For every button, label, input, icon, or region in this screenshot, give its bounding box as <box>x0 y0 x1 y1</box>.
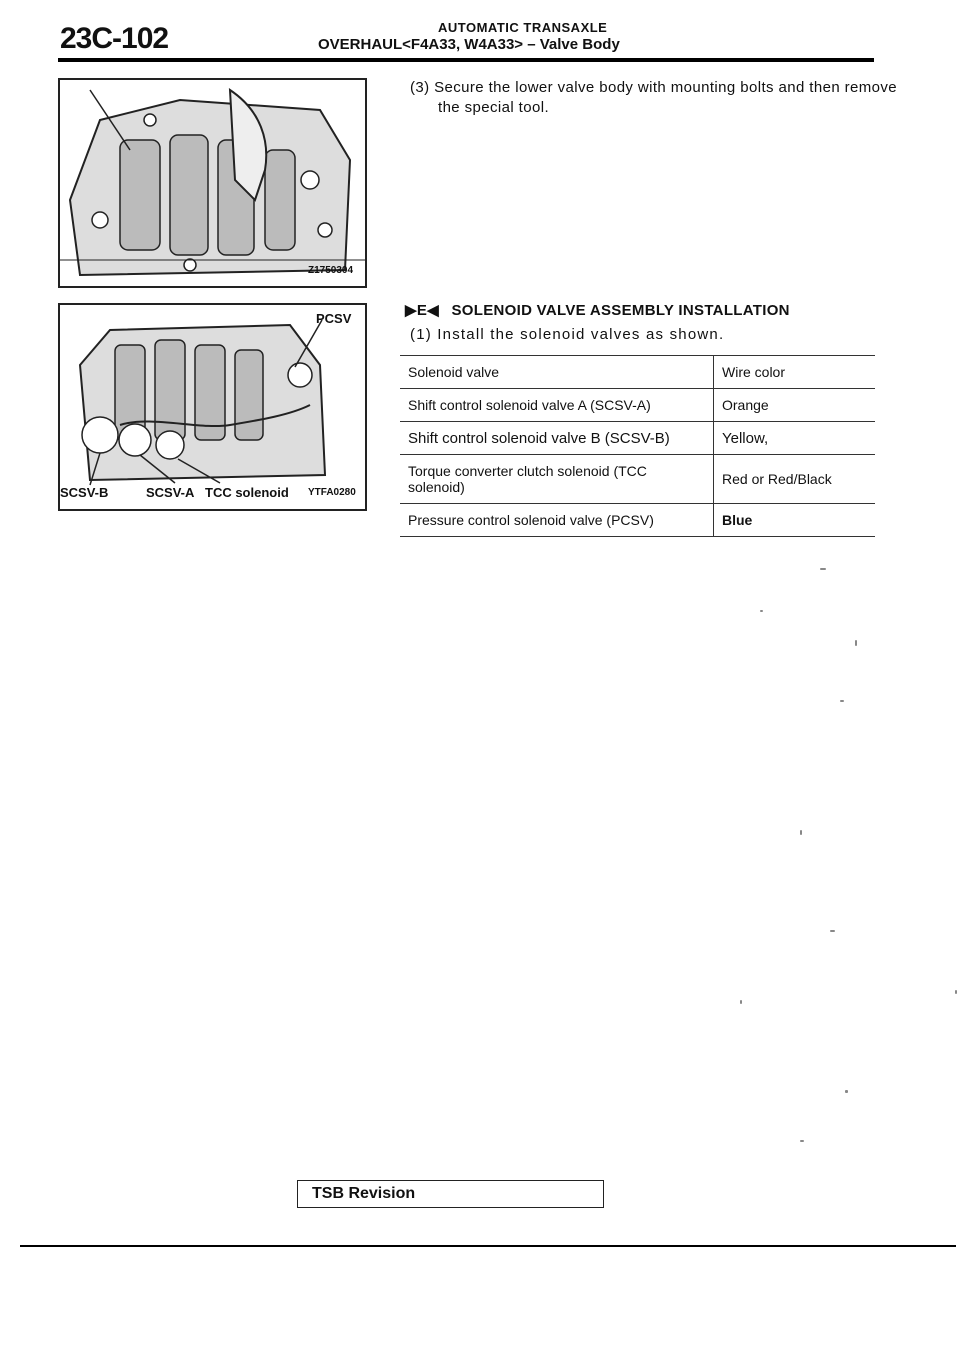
header-rule <box>58 58 874 62</box>
tsb-revision-label: TSB Revision <box>312 1185 416 1202</box>
table-row: Shift control solenoid valve A (SCSV-A) … <box>400 388 875 422</box>
valve-body-photo: Z1750304 <box>58 78 367 288</box>
table-cell: Blue <box>713 503 875 537</box>
table-row: Torque converter clutch solenoid (TCC so… <box>400 454 875 504</box>
solenoid-drawing <box>78 319 327 486</box>
valve-body-drawing <box>60 80 365 286</box>
section-heading: ▶E◀ SOLENOID VALVE ASSEMBLY INSTALLATION <box>405 301 790 319</box>
table-cell: Shift control solenoid valve B (SCSV-B) <box>400 421 714 455</box>
step-3-text: (3) Secure the lower valve body with mou… <box>410 79 898 116</box>
arrow-left-icon: ◀ <box>427 302 439 319</box>
table-header-cell: Solenoid valve <box>400 355 714 389</box>
section-category: AUTOMATIC TRANSAXLE <box>438 20 608 35</box>
page-number: 23C-102 <box>60 22 169 55</box>
table-cell: Pressure control solenoid valve (PCSV) <box>400 503 714 537</box>
arrow-right-icon: ▶ <box>405 302 417 319</box>
table-cell: Torque converter clutch solenoid (TCC so… <box>400 454 714 504</box>
solenoid-table: Solenoid valve Wire color Shift control … <box>400 355 875 537</box>
table-header-row: Solenoid valve Wire color <box>400 355 875 389</box>
table-header-cell: Wire color <box>713 355 875 389</box>
step-1-text: (1) Install the solenoid valves as shown… <box>410 326 725 343</box>
solenoid-location-photo: PCSV SCSV-B SCSV-A TCC solenoid YTFA0280 <box>58 303 367 511</box>
figure-code-bottom: YTFA0280 <box>308 487 356 498</box>
footer-rule <box>20 1245 956 1247</box>
tsb-revision-box: TSB Revision <box>297 1180 604 1208</box>
table-row: Pressure control solenoid valve (PCSV) B… <box>400 503 875 537</box>
table-cell: Orange <box>713 388 875 422</box>
label-scsv-a: SCSV-A <box>146 485 195 500</box>
figure-code-top: Z1750304 <box>308 265 354 276</box>
label-tcc-solenoid: TCC solenoid <box>205 485 289 500</box>
table-row: Shift control solenoid valve B (SCSV-B) … <box>400 421 875 455</box>
label-pcsv: PCSV <box>316 311 352 326</box>
table-cell: Shift control solenoid valve A (SCSV-A) <box>400 388 714 422</box>
label-scsv-b: SCSV-B <box>60 485 109 500</box>
section-marker: E <box>416 302 428 319</box>
section-title: SOLENOID VALVE ASSEMBLY INSTALLATION <box>451 302 790 319</box>
table-cell: Red or Red/Black <box>713 454 875 504</box>
page-subtitle: OVERHAUL<F4A33, W4A33> – Valve Body <box>318 36 620 53</box>
table-cell: Yellow, <box>713 421 875 455</box>
